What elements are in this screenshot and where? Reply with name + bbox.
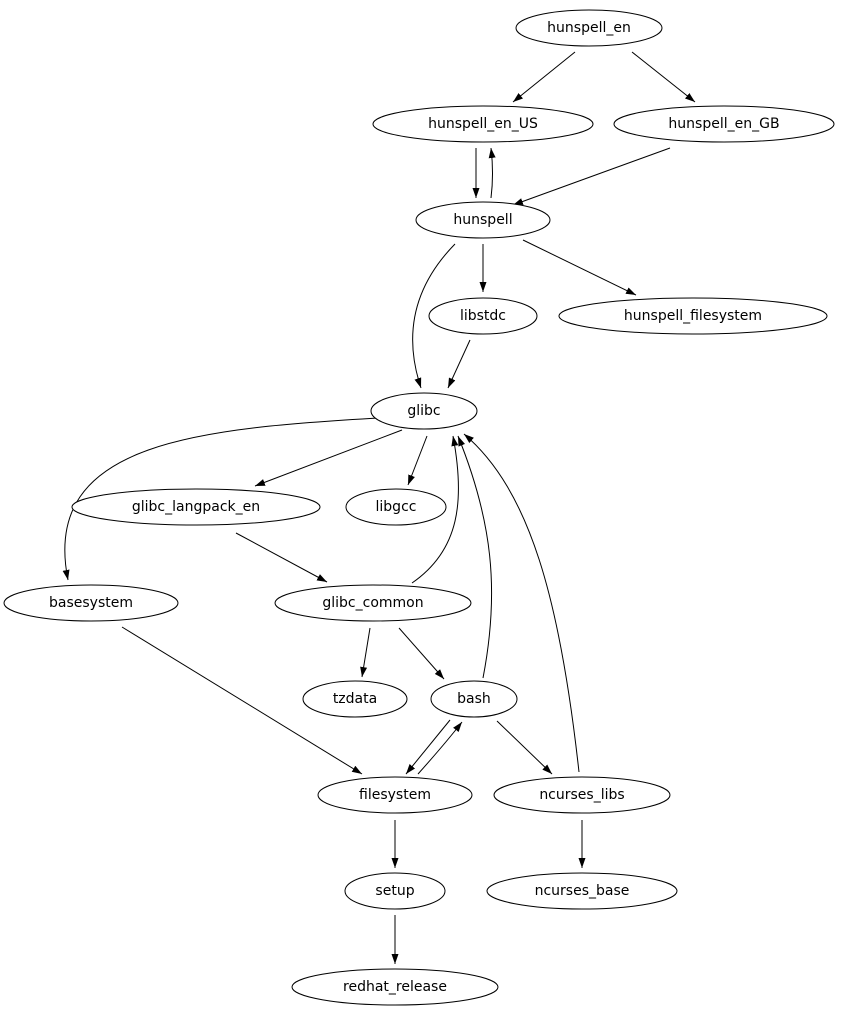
edge-glibc-to-glibc_langpack_en bbox=[254, 429, 403, 487]
node-ellipse bbox=[372, 105, 594, 143]
edge-hunspell_en_GB-to-hunspell bbox=[512, 147, 671, 206]
node-hunspell: hunspell bbox=[415, 201, 551, 239]
node-label: basesystem bbox=[49, 595, 133, 611]
node-label: libstdc bbox=[460, 308, 506, 324]
node-glibc: glibc bbox=[370, 392, 478, 430]
node-bash: bash bbox=[430, 680, 518, 718]
node-label: libgcc bbox=[376, 499, 417, 515]
node-libgcc: libgcc bbox=[345, 488, 447, 526]
edge-filesystem-to-bash bbox=[417, 721, 463, 775]
node-tzdata: tzdata bbox=[302, 680, 408, 718]
node-ncurses_base: ncurses_base bbox=[486, 872, 678, 910]
node-basesystem: basesystem bbox=[3, 584, 179, 622]
edge-bash-to-ncurses_libs bbox=[496, 720, 553, 775]
node-ncurses_libs: ncurses_libs bbox=[493, 776, 671, 814]
node-hunspell_en_GB: hunspell_en_GB bbox=[613, 105, 835, 143]
node-ellipse bbox=[317, 776, 473, 814]
node-label: glibc_langpack_en bbox=[132, 499, 260, 515]
edge-glibc-to-basesystem bbox=[62, 416, 397, 581]
node-label: filesystem bbox=[359, 787, 431, 803]
node-glibc_langpack_en: glibc_langpack_en bbox=[71, 488, 321, 526]
node-hunspell_filesystem: hunspell_filesystem bbox=[558, 297, 828, 335]
node-ellipse bbox=[274, 584, 472, 622]
edge-glibc_common-to-bash bbox=[398, 627, 445, 680]
edge-ncurses_libs-to-glibc bbox=[463, 433, 580, 773]
node-label: setup bbox=[375, 883, 414, 899]
node-label: glibc bbox=[407, 403, 440, 419]
node-ellipse bbox=[515, 9, 663, 47]
node-ellipse bbox=[613, 105, 835, 143]
node-ellipse bbox=[430, 680, 518, 718]
node-hunspell_en: hunspell_en bbox=[515, 9, 663, 47]
node-ellipse bbox=[302, 680, 408, 718]
edge-hunspell_en-to-hunspell_en_GB bbox=[631, 51, 696, 103]
edge-hunspell-to-glibc bbox=[412, 243, 456, 389]
node-ellipse bbox=[71, 488, 321, 526]
node-label: glibc_common bbox=[322, 595, 423, 611]
node-label: bash bbox=[457, 691, 491, 707]
node-ellipse bbox=[558, 297, 828, 335]
node-ellipse bbox=[415, 201, 551, 239]
edges bbox=[62, 51, 696, 964]
edge-hunspell-to-hunspell_filesystem bbox=[522, 239, 637, 296]
node-libstdc: libstdc bbox=[428, 297, 538, 335]
node-label: ncurses_libs bbox=[539, 787, 624, 803]
node-label: hunspell bbox=[453, 212, 512, 228]
node-ellipse bbox=[370, 392, 478, 430]
node-label: redhat_release bbox=[343, 979, 447, 995]
node-label: tzdata bbox=[333, 691, 377, 707]
node-ellipse bbox=[486, 872, 678, 910]
node-ellipse bbox=[428, 297, 538, 335]
node-hunspell_en_US: hunspell_en_US bbox=[372, 105, 594, 143]
node-glibc_common: glibc_common bbox=[274, 584, 472, 622]
nodes: hunspell_en hunspell_en_US hunspell_en_GBh… bbox=[3, 9, 835, 1006]
node-label: hunspell_en_GB bbox=[668, 116, 779, 132]
node-setup: setup bbox=[344, 872, 446, 910]
edge-bash-to-glibc bbox=[457, 435, 493, 679]
node-ellipse bbox=[493, 776, 671, 814]
node-label: hunspell_en bbox=[547, 20, 631, 36]
edge-bash-to-filesystem bbox=[405, 719, 451, 775]
edge-hunspell-to-hunspell_en_US bbox=[488, 147, 496, 199]
node-label: ncurses_base bbox=[535, 883, 630, 899]
edge-glibc_langpack_en-to-glibc_common bbox=[235, 532, 328, 583]
node-redhat_release: redhat_release bbox=[291, 968, 499, 1006]
node-label: hunspell_en_US bbox=[428, 116, 538, 132]
edge-libstdc-to-glibc bbox=[447, 339, 471, 389]
edge-hunspell_en-to-hunspell_en_US bbox=[512, 51, 576, 103]
node-filesystem: filesystem bbox=[317, 776, 473, 814]
node-ellipse bbox=[345, 488, 447, 526]
node-ellipse bbox=[3, 584, 179, 622]
edge-glibc_common-to-glibc bbox=[411, 435, 460, 584]
edge-basesystem-to-filesystem bbox=[121, 626, 363, 775]
edge-glibc-to-libgcc bbox=[407, 435, 428, 486]
edge-glibc_common-to-tzdata bbox=[360, 627, 371, 678]
node-ellipse bbox=[344, 872, 446, 910]
node-label: hunspell_filesystem bbox=[624, 308, 762, 324]
node-ellipse bbox=[291, 968, 499, 1006]
